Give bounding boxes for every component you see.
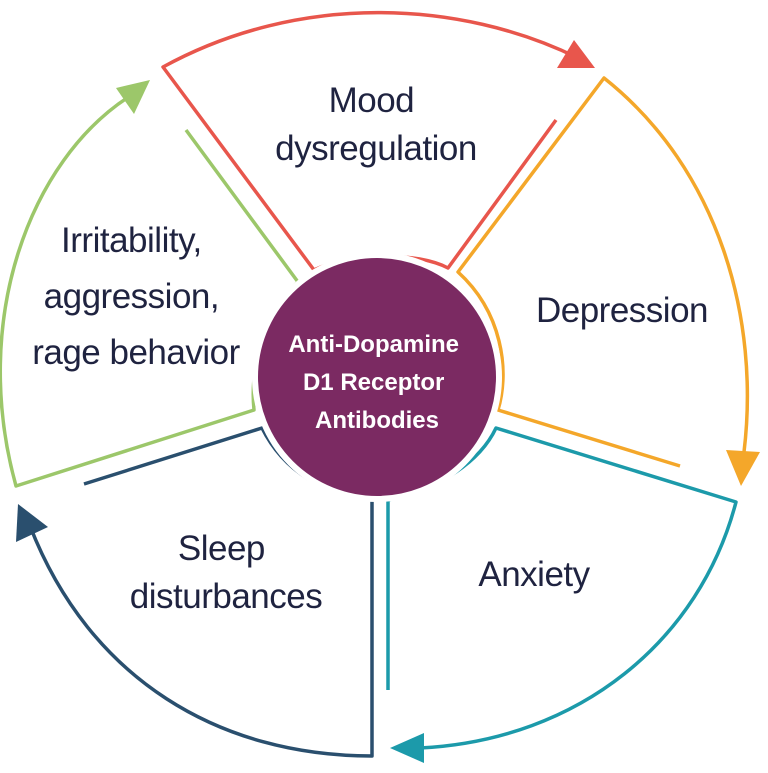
segment-sleep-label: Sleep disturbances [130, 529, 322, 616]
segment-irritability-line-3: rage behavior [32, 333, 240, 372]
segment-mood-line-1: Mood [329, 81, 415, 120]
segment-anxiety-label: Anxiety [478, 555, 590, 594]
segment-irritability-label: Irritability, aggression, rage behavior [32, 221, 240, 372]
center-hub-line-2: D1 Receptor [303, 369, 444, 396]
segment-mood-line-2: dysregulation [275, 129, 477, 168]
segment-irritability-line-1: Irritability, [61, 221, 202, 260]
segment-irritability: Irritability, aggression, rage behavior [0, 80, 300, 488]
segment-sleep-line-1: Sleep [178, 529, 265, 568]
arrow-depression [726, 450, 760, 486]
arrow-anxiety [390, 733, 424, 763]
center-hub-circle [252, 252, 502, 502]
arrow-irritability [116, 80, 150, 114]
segment-anxiety-line-1: Anxiety [478, 555, 590, 594]
center-hub: Anti-Dopamine D1 Receptor Antibodies [252, 252, 502, 502]
center-hub-line-1: Anti-Dopamine [288, 331, 459, 358]
segment-mood-label: Mood dysregulation [275, 81, 477, 168]
arrow-sleep [16, 504, 48, 542]
center-hub-line-3: Antibodies [315, 407, 439, 434]
arrow-mood [557, 40, 595, 68]
segment-depression-label: Depression [536, 291, 708, 330]
segment-depression: Depression [456, 76, 760, 486]
center-hub-label: Anti-Dopamine D1 Receptor Antibodies [288, 331, 465, 434]
segment-sleep-line-2: disturbances [130, 577, 322, 616]
segment-irritability-line-2: aggression, [44, 277, 219, 316]
segment-mood: Mood dysregulation [161, 10, 595, 272]
segment-depression-outline [456, 76, 750, 468]
segment-depression-line-1: Depression [536, 291, 708, 330]
